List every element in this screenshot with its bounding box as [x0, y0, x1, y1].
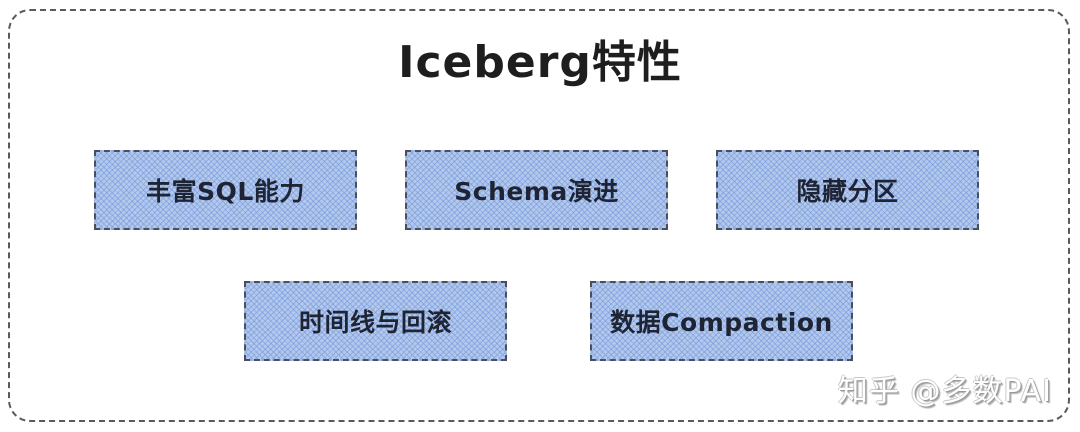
- feature-box-rich-sql: 丰富SQL能力: [94, 150, 357, 230]
- watermark: 知乎 @多数PAI: [837, 374, 1052, 409]
- feature-box-hidden-partition: 隐藏分区: [716, 150, 979, 230]
- diagram-title: Iceberg特性: [398, 37, 682, 88]
- feature-box-schema-evolution: Schema演进: [405, 150, 668, 230]
- feature-label: 隐藏分区: [796, 177, 899, 206]
- feature-label: 时间线与回滚: [298, 308, 452, 337]
- diagram-frame: [8, 9, 1070, 422]
- feature-label: 数据Compaction: [610, 308, 833, 337]
- feature-box-data-compaction: 数据Compaction: [590, 281, 853, 361]
- feature-label: Schema演进: [454, 177, 619, 206]
- feature-label: 丰富SQL能力: [146, 177, 305, 206]
- feature-box-timeline-rollback: 时间线与回滚: [244, 281, 507, 361]
